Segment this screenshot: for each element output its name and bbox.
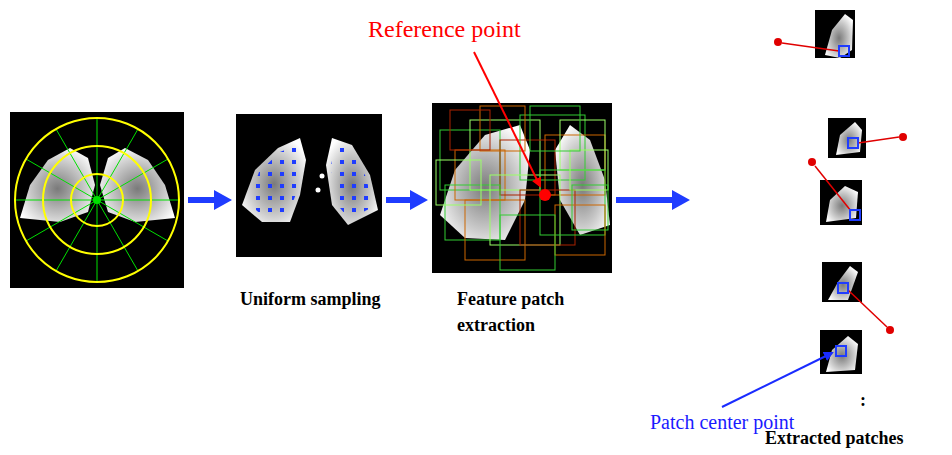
panel-caption: Uniform sampling xyxy=(240,286,390,312)
callout-label: Patch center point xyxy=(650,411,794,434)
leader-arrow xyxy=(474,52,540,186)
polar-grid-panel xyxy=(10,112,184,288)
extracted-patches xyxy=(774,10,907,374)
ellipsis-mark: : xyxy=(860,390,866,411)
callout-label: Reference point xyxy=(368,16,521,43)
flow-arrow xyxy=(386,190,428,210)
panel-caption: Feature patch extraction xyxy=(457,286,597,338)
image-panel: Extracted patches xyxy=(694,5,919,453)
image-panel: Feature patch extraction xyxy=(432,103,612,343)
flow-arrow xyxy=(616,190,690,210)
sampling-panel xyxy=(236,114,382,257)
image-panel: Uniform sampling xyxy=(236,114,382,314)
patch-extraction-panel xyxy=(432,103,612,273)
leader-arrow xyxy=(722,353,832,407)
flow-arrow xyxy=(188,190,232,210)
